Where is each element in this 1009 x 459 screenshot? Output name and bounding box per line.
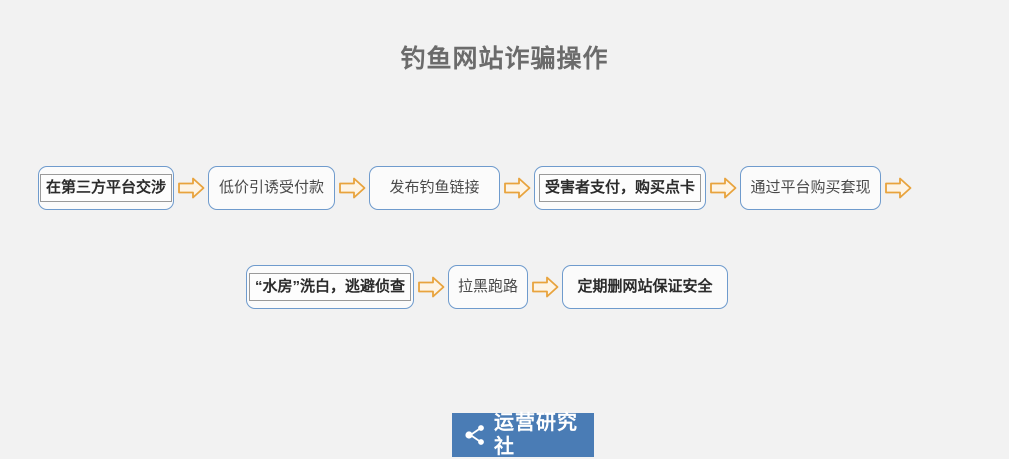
arrow-right-icon [335, 171, 369, 205]
arrow-right-icon [174, 171, 208, 205]
flow-node: 在第三方平台交涉 [38, 166, 174, 210]
flow-node: 通过平台购买套现 [740, 166, 881, 210]
flow-node-label: 发布钓鱼链接 [389, 179, 480, 196]
flow-node-label: 受害者支付，购买点卡 [539, 174, 702, 202]
flow-node: “水房”洗白，逃避侦查 [246, 265, 414, 309]
flow-row-2: “水房”洗白，逃避侦查 拉黑跑路 定期删网站保证安全 [246, 265, 728, 309]
flow-node-label: 拉黑跑路 [458, 278, 519, 295]
arrow-right-icon [881, 171, 915, 205]
flow-node-label: 通过平台购买套现 [750, 179, 871, 196]
arrow-right-icon [414, 270, 448, 304]
flow-node: 发布钓鱼链接 [369, 166, 500, 210]
flow-node: 低价引诱受付款 [208, 166, 335, 210]
watermark: 运营研究社 [452, 412, 594, 458]
flow-node-label: 低价引诱受付款 [219, 179, 325, 196]
share-icon [462, 422, 488, 448]
flow-node: 定期删网站保证安全 [562, 265, 728, 309]
page-title: 钓鱼网站诈骗操作 [400, 45, 609, 73]
flow-node: 受害者支付，购买点卡 [534, 166, 706, 210]
arrow-right-icon [528, 270, 562, 304]
flow-node-label: “水房”洗白，逃避侦查 [249, 273, 412, 301]
arrow-right-icon [706, 171, 740, 205]
flow-node: 拉黑跑路 [448, 265, 528, 309]
arrow-right-icon [500, 171, 534, 205]
flow-node-label: 定期删网站保证安全 [577, 278, 713, 295]
flow-row-1: 在第三方平台交涉 低价引诱受付款 发布钓鱼链接 受害者支付，购买点卡 通过平台购买套现 [38, 166, 915, 210]
watermark-label: 运营研究社 [494, 412, 578, 458]
flow-node-label: 在第三方平台交涉 [40, 174, 173, 202]
